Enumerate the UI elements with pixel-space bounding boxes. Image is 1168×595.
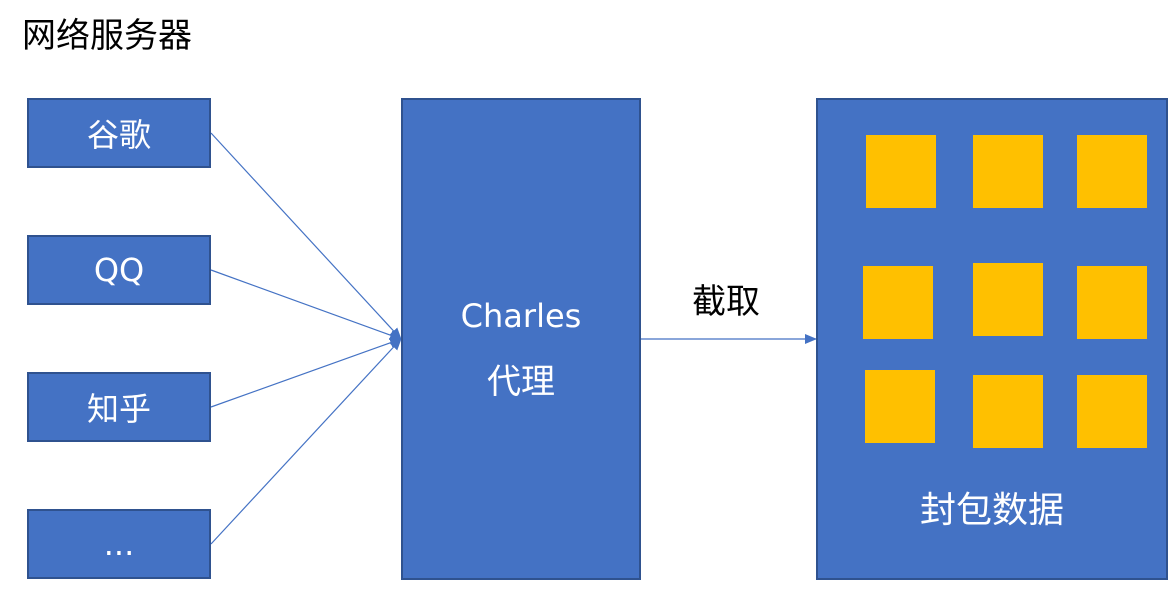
- proxy-box: Charles 代理: [401, 98, 641, 580]
- packet-data-box: 封包数据: [816, 98, 1168, 580]
- connector-more-to-proxy: [210, 338, 402, 545]
- server-box-zhihu: 知乎: [27, 372, 211, 442]
- intercept-label: 截取: [692, 282, 760, 322]
- connector-qq-to-proxy: [210, 269, 402, 340]
- server-box-more: ...: [27, 509, 211, 579]
- server-label-qq: QQ: [93, 251, 145, 289]
- diagram-title: 网络服务器: [22, 16, 192, 56]
- server-label-google: 谷歌: [86, 116, 151, 154]
- packet-cell: [1077, 266, 1147, 339]
- server-label-zhihu: 知乎: [86, 390, 151, 428]
- connector-zhihu-to-proxy: [210, 337, 402, 408]
- packet-cell: [863, 266, 933, 339]
- packet-cell: [865, 370, 935, 443]
- packet-cell: [973, 263, 1043, 336]
- packet-cell: [973, 135, 1043, 208]
- server-box-qq: QQ: [27, 235, 211, 305]
- packet-data-label: 封包数据: [919, 490, 1064, 531]
- packet-cell: [1077, 135, 1147, 208]
- server-box-google: 谷歌: [27, 98, 211, 168]
- packet-cell: [866, 135, 936, 208]
- packet-cell: [1077, 375, 1147, 448]
- packet-cell: [973, 375, 1043, 448]
- connector-google-to-proxy: [210, 132, 402, 340]
- server-label-more: ...: [103, 525, 135, 563]
- proxy-name: Charles: [460, 297, 582, 335]
- proxy-subtitle: 代理: [487, 362, 555, 402]
